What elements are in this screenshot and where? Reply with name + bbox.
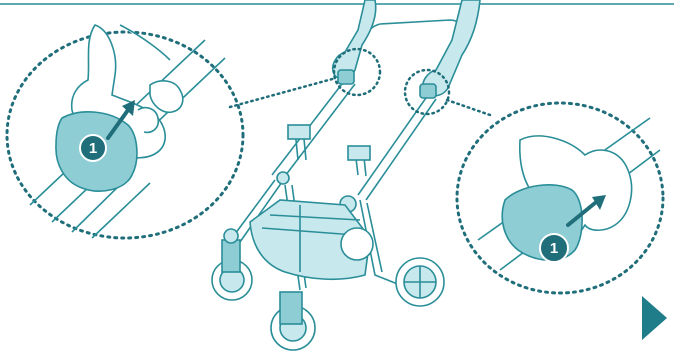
left-hand-on-handlebar	[333, 0, 376, 79]
next-arrow-icon[interactable]	[642, 296, 667, 340]
front-left-wheel	[212, 229, 252, 300]
left-step-badge: 1	[80, 135, 106, 161]
front-right-wheel	[271, 292, 315, 350]
left-connector-line	[230, 78, 336, 107]
left-inset: 1	[7, 25, 243, 238]
right-connector-line	[447, 100, 490, 115]
left-step-number: 1	[89, 140, 97, 157]
rear-right-wheel	[396, 258, 444, 306]
right-step-number: 1	[550, 240, 558, 257]
right-hand-on-handlebar	[423, 0, 480, 96]
right-step-badge: 1	[540, 234, 568, 262]
rear-left-wheel	[341, 228, 373, 260]
right-inset: 1	[457, 103, 663, 293]
